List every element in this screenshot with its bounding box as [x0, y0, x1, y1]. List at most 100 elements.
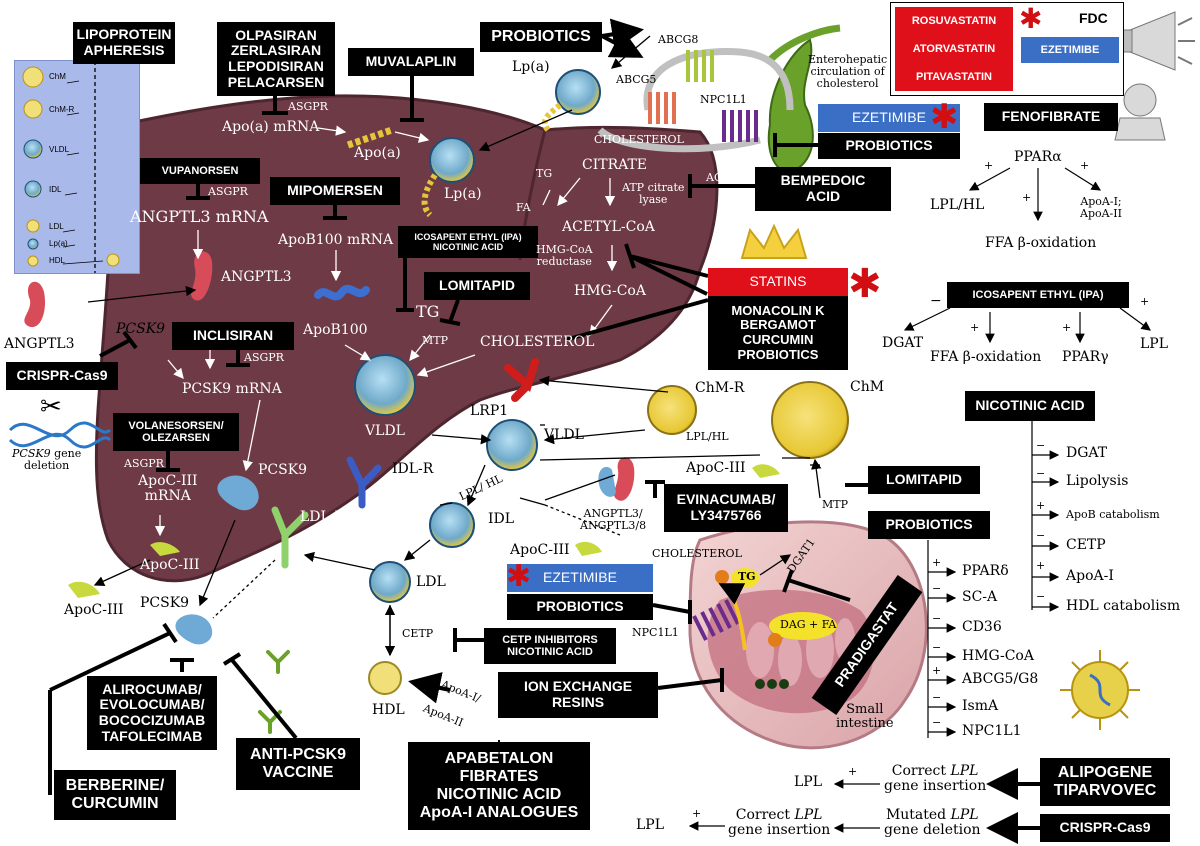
panel-item-vldl: VLDL: [49, 145, 70, 154]
vldl-mid-label: VLDL: [544, 427, 584, 443]
alipogene-box: ALIPOGENE TIPARVOVEC: [1040, 758, 1170, 806]
ion-exchange-resins-box: ION EXCHANGE RESINS: [498, 672, 658, 718]
ipa-minus: −: [930, 293, 942, 309]
apoc3-shape-left: [68, 581, 100, 598]
idl-r-label: IDL-R: [392, 461, 434, 477]
probiotics-sign-6: −: [932, 716, 942, 729]
ezetimibe-top-asterisk-icon: ✱: [930, 97, 959, 137]
angptl3-8-protein: [613, 457, 635, 501]
pcsk9-liver-label: PCSK9: [258, 462, 308, 478]
muvalaplin-box: MUVALAPLIN: [348, 48, 474, 76]
asgpr-label-1: ASGPR: [288, 100, 328, 113]
asgpr-label-3: ASGPR: [244, 351, 284, 364]
ppara-label: PPARα: [1014, 149, 1062, 165]
nicotinic-acid-right-box: NICOTINIC ACID: [965, 391, 1095, 421]
apoc3-liver-label: ApoC-III: [140, 557, 200, 573]
probiotics-sca: SC-A: [962, 589, 998, 605]
nicotinic-sign-4: +: [1036, 559, 1046, 572]
ipa-plus-3: +: [1140, 295, 1150, 308]
dna-helix-icon: [8, 421, 112, 449]
volanesorsen-box: VOLANESORSEN/ OLEZARSEN: [113, 413, 239, 451]
feno-plus-3: +: [1080, 159, 1090, 172]
nicotinic-cetp: CETP: [1066, 537, 1106, 553]
apoc3-shape-low: [575, 541, 602, 556]
dag-fa-bubble: [769, 612, 837, 640]
angptl3-protein-liver: [191, 251, 213, 301]
apob100-squiggle: [314, 284, 370, 301]
gene-correct-2-c: gene insertion: [728, 822, 831, 839]
hdl-particle: [368, 661, 402, 695]
acsvl1-label: ACSVL1: [706, 171, 753, 184]
lipoprotein-apheresis-box: LIPOPROTEIN APHERESIS: [73, 22, 175, 64]
chm-particle: [771, 381, 849, 459]
acetyl-coa-label: ACETYL-CoA: [562, 219, 655, 235]
dag-fa-label: DAG + FA: [780, 618, 837, 631]
probiotics-isma: IsmA: [962, 698, 999, 714]
ldl-label: LDL: [416, 574, 446, 590]
cetp-inhibitors-box: CETP INHIBITORS NICOTINIC ACID: [484, 628, 616, 664]
megaphone-icon: [1114, 11, 1195, 141]
fdc-title: FDC: [1079, 10, 1108, 26]
apabetalon-box: APABETALON FIBRATES NICOTINIC ACID ApoA-…: [408, 742, 590, 830]
panel-item-ldl: LDL: [49, 222, 64, 231]
panel-item-hdl: HDL: [49, 256, 66, 265]
gene-correct-1-a: Correct: [891, 763, 951, 779]
nicotinic-dgat: DGAT: [1066, 445, 1108, 461]
fenofibrate-box: FENOFIBRATE: [984, 103, 1118, 131]
feno-apoa-label: ApoA-I; ApoA-II: [1080, 195, 1122, 221]
probiotics-sign-5: −: [932, 691, 942, 704]
gene-correct-2: Correct LPL gene insertion: [728, 807, 831, 839]
probiotics-top-box: PROBIOTICS: [480, 22, 602, 52]
tg-liver-label: TG: [416, 302, 440, 321]
feno-ffa-label: FFA β-oxidation: [985, 235, 1097, 251]
probiotics-sign-4: +: [932, 664, 942, 677]
small-intestine-label: Small intestine: [836, 702, 894, 732]
fdc-statins-block: ROSUVASTATIN ATORVASTATIN PITAVASTATIN: [895, 7, 1013, 91]
probiotics-sign-2: −: [932, 612, 942, 625]
angptl3-protein-left: [24, 281, 46, 328]
lpa-particle-top: [555, 69, 601, 115]
probiotics-ppard: PPARδ: [962, 563, 1009, 579]
chm-r-label: ChM-R: [695, 380, 745, 396]
nicotinic-lipolysis: Lipolysis: [1066, 473, 1129, 489]
lrp1-label: LRP1: [470, 403, 509, 419]
gene-correct-2-b: LPL: [794, 807, 823, 823]
lpl-hl-label-1: LPL/HL: [686, 430, 729, 443]
pcsk9-blob-liver: [217, 475, 259, 511]
abcg5-label: ABCG5: [616, 73, 657, 86]
panel-item-lpa: Lp(a): [49, 239, 68, 248]
apoc3-shape-mid: [752, 464, 780, 478]
gene-correct-2-a: Correct: [735, 807, 795, 823]
crispr-right-box: CRISPR-Cas9: [1040, 814, 1170, 842]
ldl-particle: [369, 561, 411, 603]
vupanorsen-box: VUPANORSEN: [140, 158, 260, 184]
cholesterol-intestine-label: CHOLESTEROL: [652, 547, 742, 560]
statins-box: STATINS: [708, 268, 848, 296]
gene-correct-1-c: gene insertion: [884, 778, 987, 795]
pcsk9-gene-deletion-gene: PCSK9: [12, 447, 51, 460]
nicotinic-sign-1: −: [1036, 467, 1046, 480]
nicotinic-apoa: ApoA-I: [1066, 568, 1114, 584]
probiotics-npc1l1: NPC1L1: [962, 723, 1022, 739]
liver-shape: [94, 94, 719, 583]
ipa-plus-1: +: [970, 321, 980, 334]
apoc3-low-label: ApoC-III: [510, 542, 570, 558]
scissors-icon: ✂: [40, 392, 62, 422]
tg-citrate-label: TG: [536, 167, 553, 180]
fdc-rosuvastatin: ROSUVASTATIN: [911, 14, 997, 27]
mtp-liver-label: MTP: [422, 334, 449, 347]
asgpr-label-2: ASGPR: [208, 185, 248, 198]
hmg-coa-label: HMG-CoA: [574, 283, 646, 299]
citrate-label: CITRATE: [582, 157, 648, 173]
ipa-plus-2: +: [1062, 321, 1072, 334]
probiotics-ezetimibe-box: PROBIOTICS: [818, 133, 960, 159]
fdc-ezetimibe: EZETIMIBE: [1021, 37, 1119, 63]
crispr-left-box: CRISPR-Cas9: [6, 362, 118, 390]
fdc-legend: ROSUVASTATIN ATORVASTATIN PITAVASTATIN E…: [890, 2, 1124, 96]
feno-plus-1: +: [984, 159, 994, 172]
abcg5-transporter: [648, 92, 676, 124]
gene-plus-1: +: [848, 765, 858, 778]
alirocumab-box: ALIROCUMAB/ EVOLOCUMAB/ BOCOCIZUMAB TAFO…: [87, 676, 217, 750]
nicotinic-hdl: HDL catabolism: [1066, 598, 1181, 614]
ezetimibe-top-box: EZETIMIBE: [818, 104, 960, 132]
